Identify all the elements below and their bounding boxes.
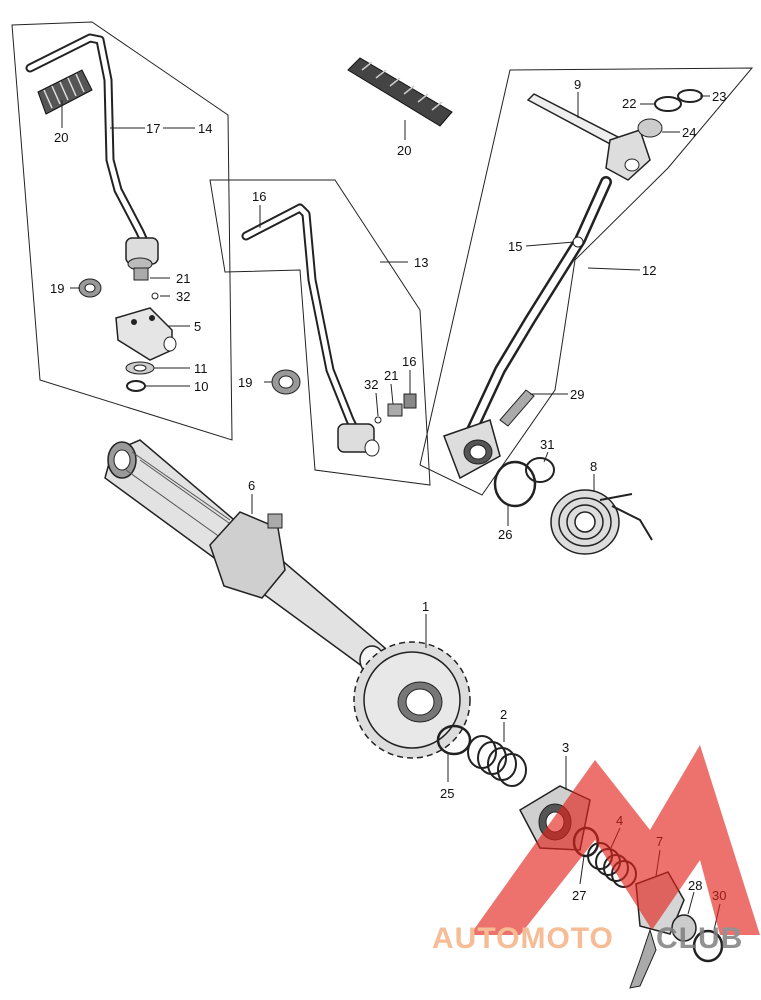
label-part-20-center: 20 <box>397 143 411 158</box>
label-part-17: 17 <box>146 121 160 136</box>
kick-pedal-assembly-14 <box>25 33 177 392</box>
label-part-5: 5 <box>194 319 201 334</box>
kick-gear-1 <box>353 641 471 759</box>
label-part-32-center: 32 <box>364 377 378 392</box>
kick-arm-assembly-13 <box>241 203 417 457</box>
label-part-11: 11 <box>194 361 208 376</box>
label-part-12: 12 <box>642 263 656 278</box>
label-part-27: 27 <box>572 888 586 903</box>
label-part-3: 3 <box>562 740 569 755</box>
label-part-24: 24 <box>682 125 696 140</box>
label-part-23: 23 <box>712 89 726 104</box>
watermark-triangle-logo <box>470 745 760 935</box>
label-part-9: 9 <box>574 77 581 92</box>
label-part-20-left: 20 <box>54 130 68 145</box>
group-outline-12 <box>419 67 754 496</box>
ring-26 <box>493 460 537 508</box>
label-part-31: 31 <box>540 437 554 452</box>
label-part-16: 16 <box>252 189 266 204</box>
label-part-14: 14 <box>198 121 212 136</box>
label-part-22: 22 <box>622 96 636 111</box>
group-outline-14 <box>11 21 233 441</box>
label-part-29: 29 <box>570 387 584 402</box>
label-part-13: 13 <box>414 255 428 270</box>
ring-25 <box>436 724 472 756</box>
spring-2 <box>467 735 527 787</box>
washer-28 <box>671 914 697 942</box>
label-part-2: 2 <box>500 707 507 722</box>
label-part-19-center: 19 <box>238 375 252 390</box>
kick-spindle-6 <box>104 439 386 675</box>
watermark-logo: AUTOMOTO CLUB <box>432 745 760 955</box>
label-part-21-center: 21 <box>384 368 398 383</box>
label-part-15: 15 <box>508 239 522 254</box>
label-part-32-left: 32 <box>176 289 190 304</box>
label-part-10: 10 <box>194 379 208 394</box>
label-part-16-center: 16 <box>402 354 416 369</box>
rubber-grip-20-left <box>37 69 93 115</box>
clip-31 <box>525 457 555 483</box>
circlip-30 <box>692 929 724 963</box>
label-part-1: 1 <box>422 599 429 614</box>
label-part-19-left: 19 <box>50 281 64 296</box>
label-part-21-left: 21 <box>176 271 190 286</box>
label-part-28: 28 <box>688 878 702 893</box>
label-part-6: 6 <box>248 478 255 493</box>
label-part-26: 26 <box>498 527 512 542</box>
rubber-grip-20-center <box>347 57 453 127</box>
watermark-text-club: CLUB <box>656 922 743 955</box>
label-part-25: 25 <box>440 786 454 801</box>
label-part-8: 8 <box>590 459 597 474</box>
group-outline-13 <box>209 179 431 486</box>
kick-starter-arm-12 <box>443 89 703 480</box>
return-spring-8 <box>550 489 653 555</box>
watermark-text-automoto: AUTOMOTO <box>432 922 614 955</box>
